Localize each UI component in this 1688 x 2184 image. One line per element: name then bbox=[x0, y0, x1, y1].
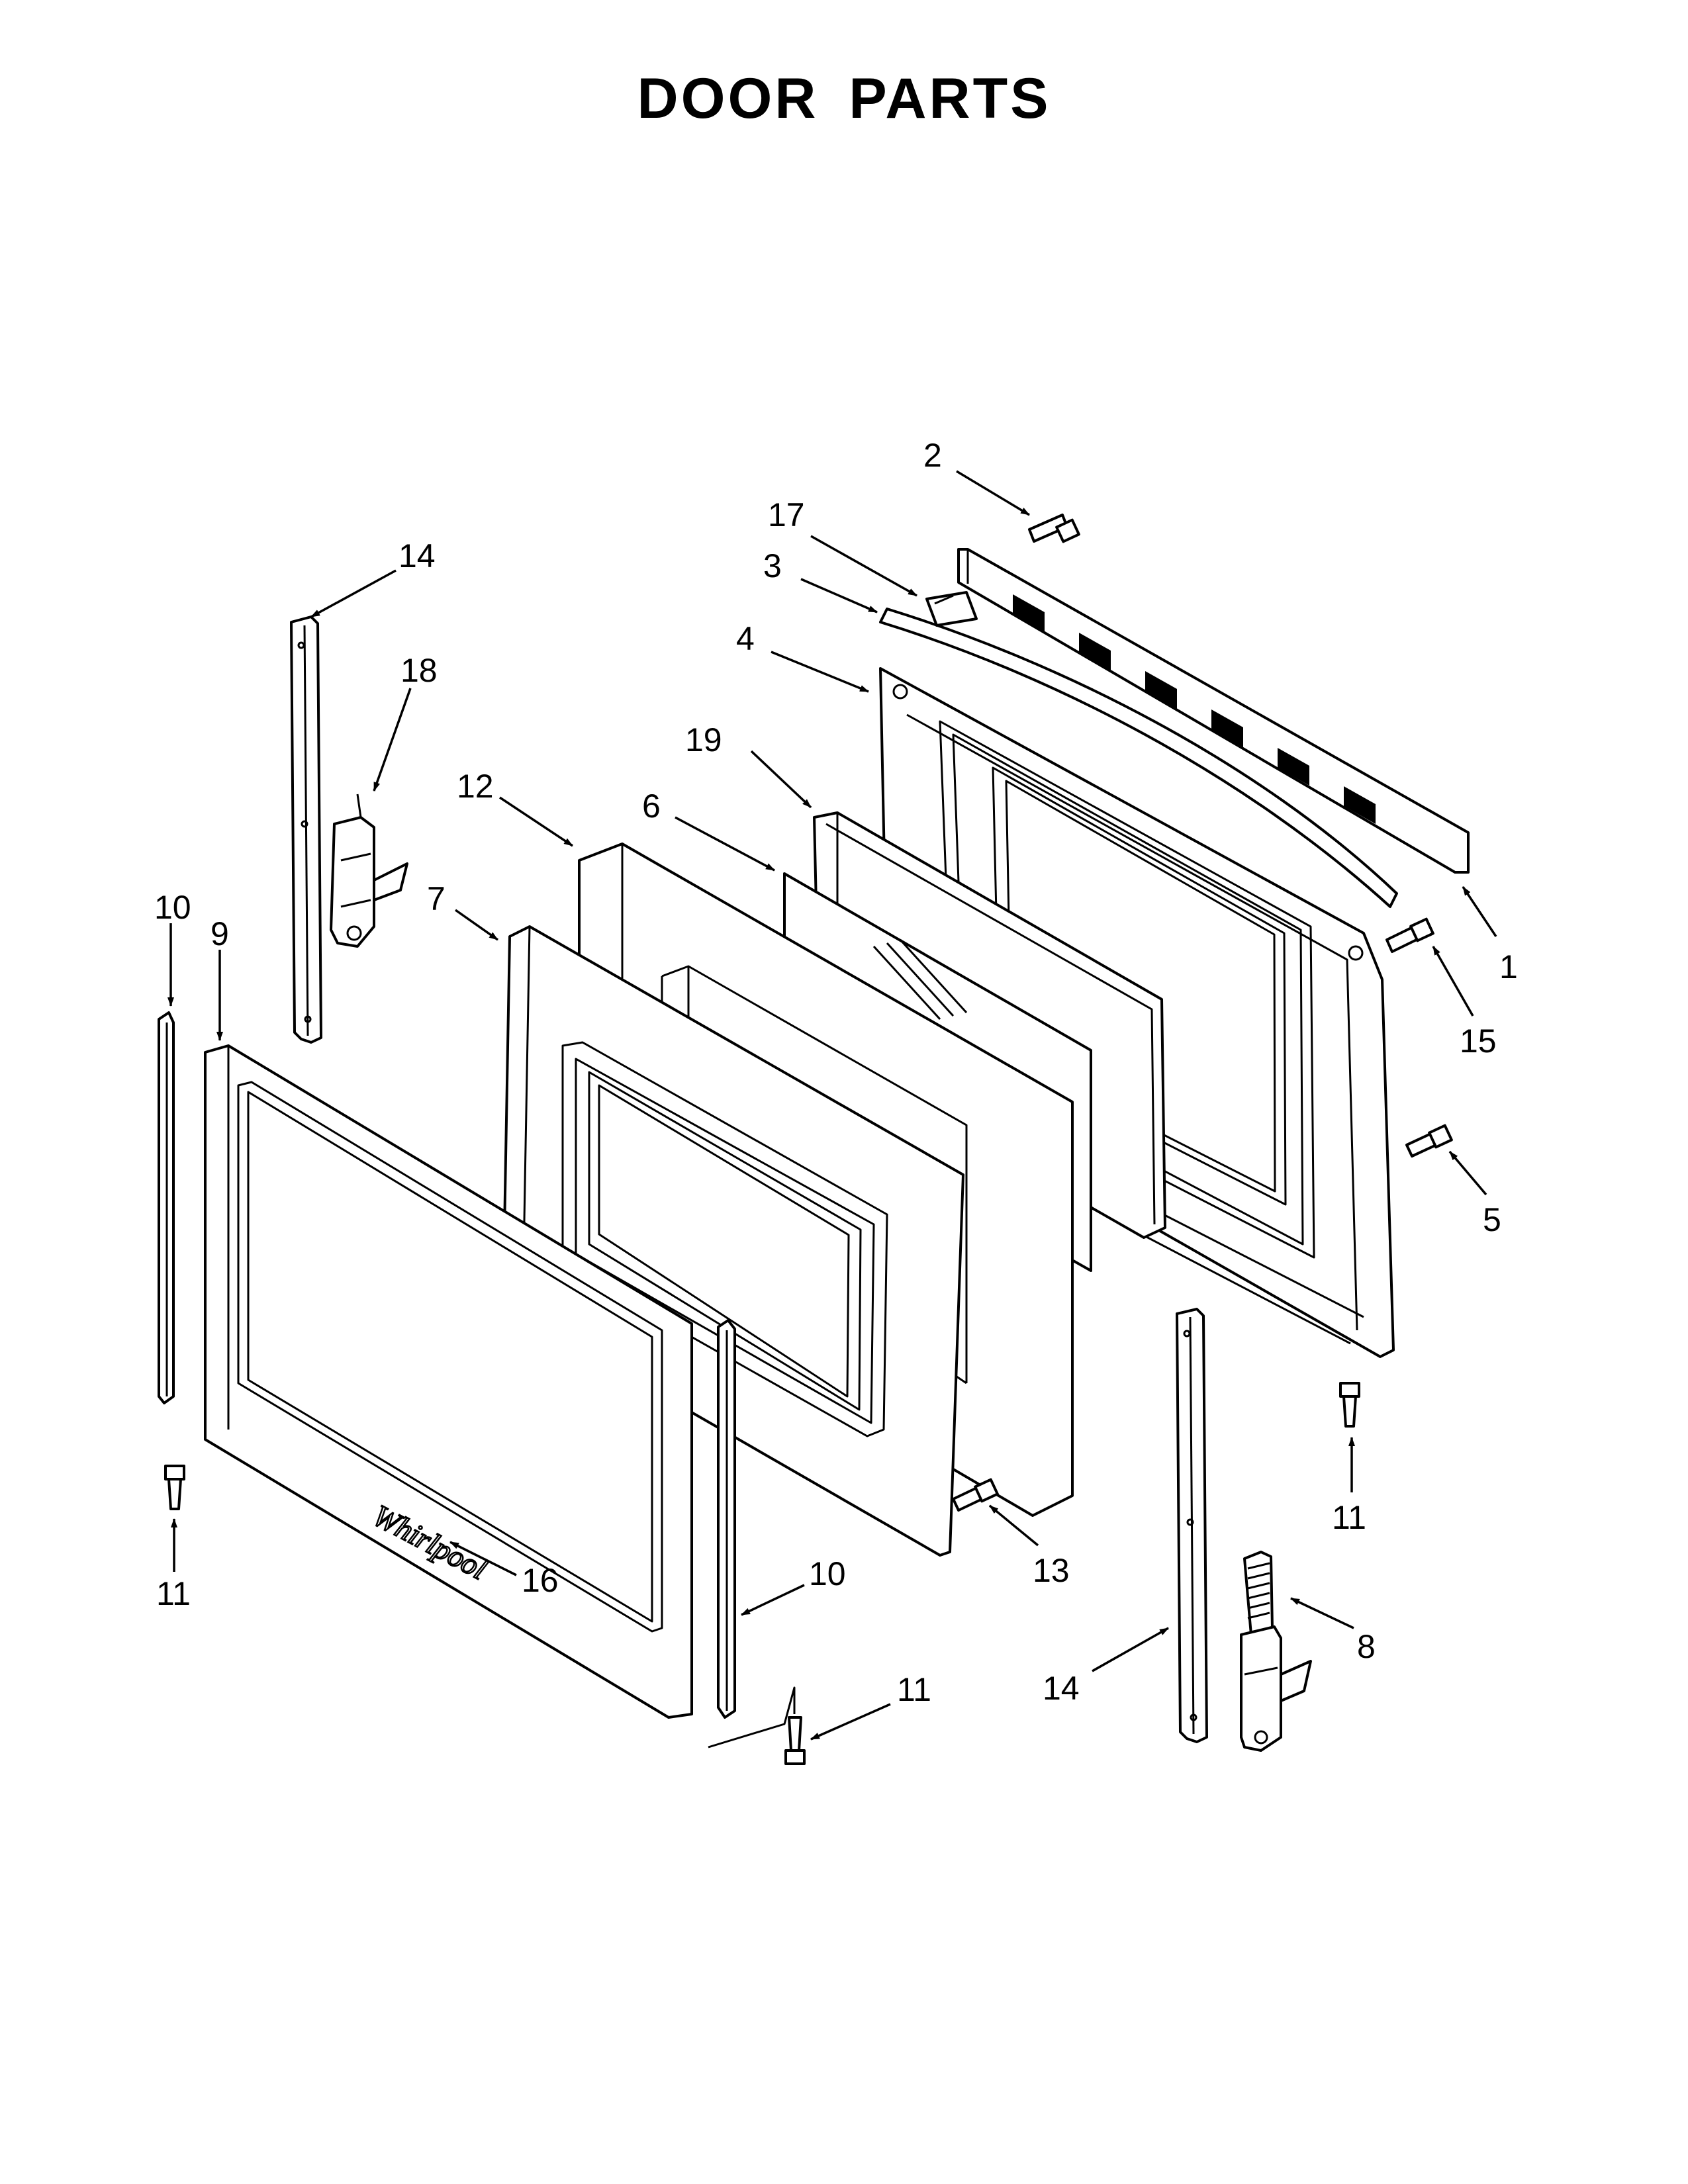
callout-14-bottom: 14 bbox=[1043, 1670, 1080, 1707]
part-9-outer-door: Whirlpool bbox=[204, 1044, 693, 1719]
callout-18: 18 bbox=[400, 652, 438, 689]
callout-6: 6 bbox=[642, 788, 661, 825]
part-5-screw bbox=[1405, 1124, 1453, 1158]
part-1-vent-trim bbox=[957, 548, 1470, 874]
callout-2: 2 bbox=[923, 437, 942, 474]
callout-13: 13 bbox=[1033, 1552, 1070, 1589]
part-17-bracket bbox=[925, 591, 978, 627]
part-10-right-seal bbox=[708, 1319, 796, 1749]
part-8-hinge-right bbox=[1240, 1551, 1312, 1752]
callout-10-left: 10 bbox=[154, 889, 191, 926]
part-15-screw bbox=[1385, 917, 1434, 953]
part-3-handle-rod bbox=[879, 608, 1398, 908]
callout-1: 1 bbox=[1499, 948, 1518, 985]
part-11-screw-bottom bbox=[784, 1716, 806, 1765]
callout-11-bottom: 11 bbox=[897, 1671, 931, 1708]
callout-19: 19 bbox=[685, 721, 722, 758]
callout-15: 15 bbox=[1460, 1023, 1497, 1060]
leader-lines bbox=[167, 470, 1497, 1741]
callout-labels: 2 17 3 4 14 18 19 12 6 7 10 9 1 15 5 11 … bbox=[154, 437, 1518, 1708]
callout-11-right: 11 bbox=[1332, 1499, 1366, 1536]
page-title: DOOR PARTS bbox=[637, 67, 1051, 130]
callout-11-left: 11 bbox=[156, 1575, 191, 1612]
callout-8: 8 bbox=[1357, 1628, 1376, 1665]
part-10-left-seal bbox=[158, 1011, 175, 1404]
part-14-hinge-receiver-right bbox=[1176, 1308, 1208, 1743]
part-18-hinge-left bbox=[330, 794, 408, 948]
part-14-hinge-receiver-left bbox=[290, 615, 322, 1044]
callout-9: 9 bbox=[211, 915, 229, 952]
part-11-screw-left bbox=[164, 1465, 185, 1510]
part-11-screw-right bbox=[1339, 1382, 1360, 1428]
callout-5: 5 bbox=[1483, 1201, 1501, 1238]
callout-16: 16 bbox=[522, 1562, 559, 1599]
part-2-screw bbox=[1028, 514, 1080, 543]
callout-7: 7 bbox=[427, 880, 445, 917]
callout-10-right: 10 bbox=[809, 1555, 846, 1592]
callout-12: 12 bbox=[457, 768, 494, 805]
callout-3: 3 bbox=[763, 547, 782, 584]
callout-17: 17 bbox=[768, 496, 805, 533]
part-13-screw bbox=[952, 1478, 999, 1512]
callout-4: 4 bbox=[736, 620, 755, 657]
callout-14-top: 14 bbox=[399, 537, 436, 574]
